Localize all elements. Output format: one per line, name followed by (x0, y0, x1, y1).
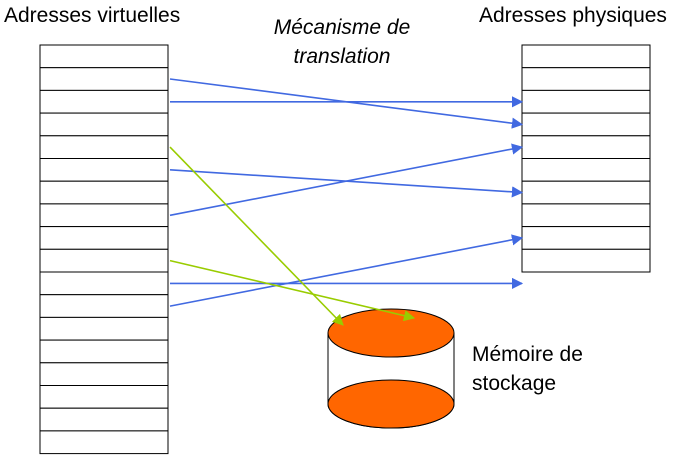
translation-arrow (169, 234, 524, 307)
virtual-address-cell (39, 203, 169, 228)
mechanism-label-line2: translation (294, 45, 391, 68)
storage-cylinder (327, 308, 455, 429)
virtual-address-cell (39, 226, 169, 250)
physical-address-cell (521, 203, 651, 228)
virtual-address-cell (39, 339, 169, 364)
virtual-address-cell (39, 44, 169, 69)
physical-addresses-title: Adresses physiques (479, 4, 667, 27)
storage-label-line1: Mémoire de (472, 343, 583, 366)
physical-address-cell (521, 135, 651, 160)
virtual-address-cell (39, 362, 169, 386)
virtual-address-cell (39, 180, 169, 205)
physical-address-cell (521, 180, 651, 205)
storage-cylinder-top (327, 308, 455, 358)
virtual-address-cell (39, 67, 169, 91)
virtual-address-cell (39, 407, 169, 432)
virtual-address-cell (39, 316, 169, 341)
virtual-address-cell (39, 89, 169, 114)
virtual-address-cell (39, 135, 169, 160)
virtual-address-table (39, 44, 169, 455)
physical-address-cell (521, 89, 651, 114)
virtual-address-cell (39, 430, 169, 455)
physical-address-cell (521, 112, 651, 137)
storage-label-line2: stockage (472, 372, 556, 395)
virtual-addresses-title: Adresses virtuelles (4, 4, 180, 27)
translation-arrows (169, 78, 524, 326)
storage-arrow (169, 259, 416, 322)
physical-address-table (521, 44, 651, 273)
storage-cylinder-bottom (327, 379, 455, 429)
translation-arrow (169, 143, 524, 217)
virtual-address-cell (39, 248, 169, 273)
physical-address-cell (521, 158, 651, 182)
storage-arrow (169, 146, 344, 326)
virtual-address-cell (39, 294, 169, 318)
physical-address-cell (521, 226, 651, 250)
physical-address-cell (521, 67, 651, 91)
virtual-address-cell (39, 112, 169, 137)
physical-address-cell (521, 44, 651, 69)
physical-address-cell (521, 248, 651, 273)
mechanism-label-line1: Mécanisme de (274, 16, 411, 39)
virtual-address-cell (39, 158, 169, 182)
virtual-address-cell (39, 385, 169, 409)
virtual-address-cell (39, 271, 169, 296)
